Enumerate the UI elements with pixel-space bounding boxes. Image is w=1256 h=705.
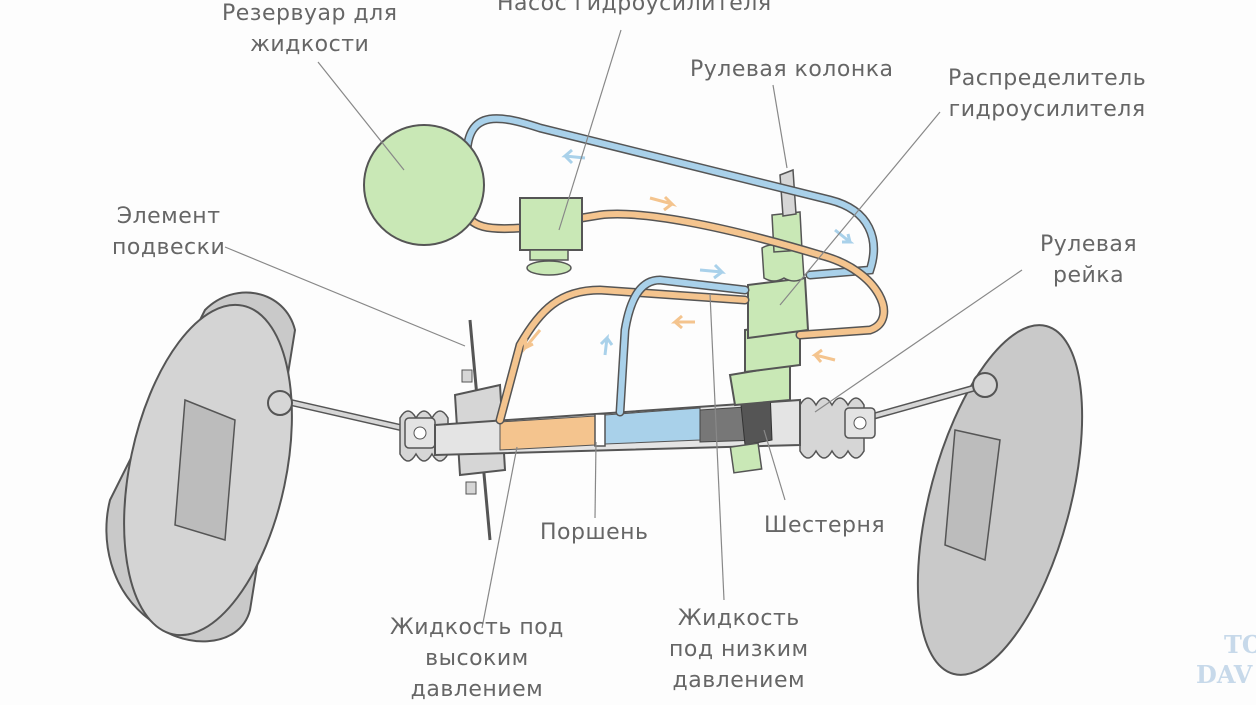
leader-lines bbox=[224, 29, 1023, 629]
label-high-pressure-fluid: Жидкость под высоким давлением bbox=[390, 615, 564, 702]
fluid-reservoir bbox=[363, 124, 485, 246]
flow-arrows bbox=[522, 148, 855, 363]
label-gear: Шестерня bbox=[764, 513, 886, 538]
right-wheel bbox=[916, 324, 1084, 676]
label-steering-rack: Рулевая рейка bbox=[1040, 232, 1138, 288]
left-wheel bbox=[105, 291, 297, 643]
fluid-lines bbox=[460, 114, 889, 425]
power-steering-pump bbox=[519, 197, 583, 276]
label-suspension-element: Элемент подвески bbox=[112, 204, 226, 260]
power-steering-distributor bbox=[728, 211, 810, 407]
corner-watermark-text: TO DAV bbox=[1196, 630, 1256, 689]
label-distributor: Распределитель гидроусилителя bbox=[948, 66, 1147, 122]
label-steering-column: Рулевая колонка bbox=[690, 57, 894, 82]
label-low-pressure-fluid: Жидкость под низким давлением bbox=[669, 606, 809, 693]
label-piston: Поршень bbox=[540, 520, 649, 545]
label-fluid-reservoir: Резервуар для жидкости bbox=[222, 1, 398, 57]
label-power-steering-pump: Насос гидроусилителя bbox=[497, 0, 772, 16]
